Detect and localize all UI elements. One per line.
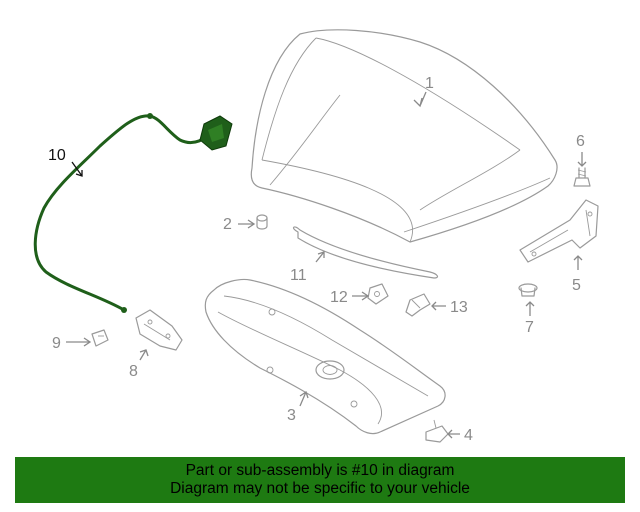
callout-3: 3 (287, 407, 296, 424)
bolt-part-9[interactable] (91, 329, 109, 347)
latch-part[interactable] (135, 309, 183, 351)
banner-line-1: Part or sub-assembly is #10 in diagram (185, 462, 455, 479)
callout-8: 8 (129, 363, 138, 380)
callout-7: 7 (525, 319, 534, 336)
hinge-part[interactable] (519, 199, 599, 263)
insulator-part[interactable] (204, 278, 446, 435)
bumper-part[interactable] (256, 214, 268, 230)
callout-1: 1 (425, 75, 434, 92)
clip-part-7[interactable] (518, 283, 538, 297)
hood-part[interactable] (250, 29, 558, 243)
leader-arrows (66, 91, 587, 439)
callout-6: 6 (576, 133, 585, 150)
release-cable-part[interactable] (33, 113, 233, 313)
clip-part-4[interactable] (425, 419, 449, 443)
callout-11: 11 (290, 267, 307, 284)
callout-2: 2 (223, 216, 232, 233)
parts-diagram: 1 2 3 4 5 6 7 8 9 10 11 12 13 (33, 29, 599, 444)
bracket-part-13[interactable] (405, 293, 431, 317)
info-banner: Part or sub-assembly is #10 in diagram D… (15, 457, 625, 503)
callout-9: 9 (52, 335, 61, 352)
retainer-part[interactable] (367, 283, 389, 305)
prop-rod-part[interactable] (292, 226, 439, 279)
banner-line-2: Diagram may not be specific to your vehi… (170, 480, 470, 497)
callout-4: 4 (464, 427, 473, 444)
callout-13: 13 (450, 299, 468, 316)
callout-10: 10 (48, 147, 66, 164)
callout-5: 5 (572, 277, 581, 294)
bolt-part-6[interactable] (573, 167, 591, 187)
callout-12: 12 (330, 289, 348, 306)
